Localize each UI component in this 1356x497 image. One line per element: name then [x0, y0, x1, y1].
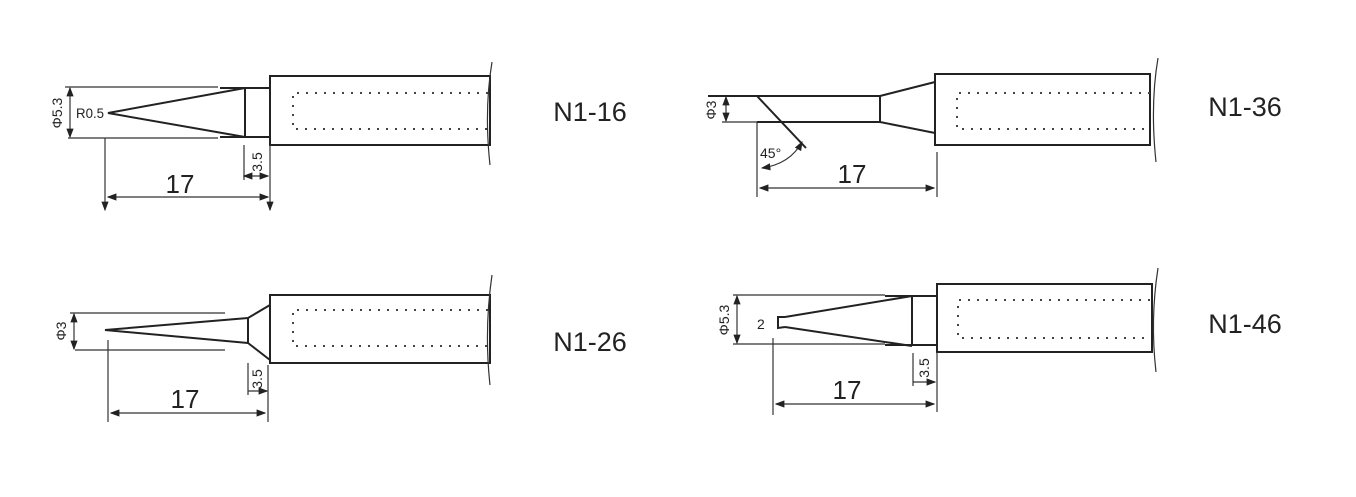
handle-body — [269, 294, 491, 364]
diameter-label: Φ5.3 — [716, 304, 732, 335]
radius-label: R0.5 — [76, 105, 104, 121]
model-label: N1-46 — [1208, 309, 1282, 339]
diameter-label: Φ5.3 — [49, 97, 65, 128]
tip-n1-36: Φ3 45° 17 N1-36 — [703, 57, 1282, 197]
model-label: N1-16 — [553, 97, 627, 127]
length-label: 17 — [833, 375, 862, 405]
break-line — [1152, 57, 1159, 163]
handle-body — [934, 73, 1151, 146]
handle-body — [936, 283, 1153, 353]
break-line — [486, 274, 493, 386]
break-line — [486, 61, 493, 166]
shoulder-label: 3.5 — [249, 369, 265, 389]
angle-label: 45° — [760, 145, 781, 161]
diameter-label: Φ3 — [53, 321, 69, 340]
tip-n1-16: Φ5.3 R0.5 17 3.5 N1-16 — [49, 61, 627, 212]
shoulder-label: 3.5 — [249, 152, 265, 172]
diameter-label: Φ3 — [703, 100, 719, 119]
tip-n1-26: Φ3 17 3.5 N1-26 — [53, 274, 627, 422]
break-line — [1152, 267, 1159, 373]
length-label: 17 — [166, 169, 195, 199]
handle-body — [269, 75, 491, 146]
model-label: N1-26 — [553, 327, 627, 357]
length-label: 17 — [171, 384, 200, 414]
angle-arc — [760, 140, 803, 171]
tip-width-label: 2 — [757, 316, 765, 332]
model-label: N1-36 — [1208, 92, 1282, 122]
length-label: 17 — [838, 159, 867, 189]
tip-n1-46: Φ5.3 2 17 3.5 N1-46 — [716, 267, 1282, 415]
shoulder-label: 3.5 — [916, 358, 932, 378]
